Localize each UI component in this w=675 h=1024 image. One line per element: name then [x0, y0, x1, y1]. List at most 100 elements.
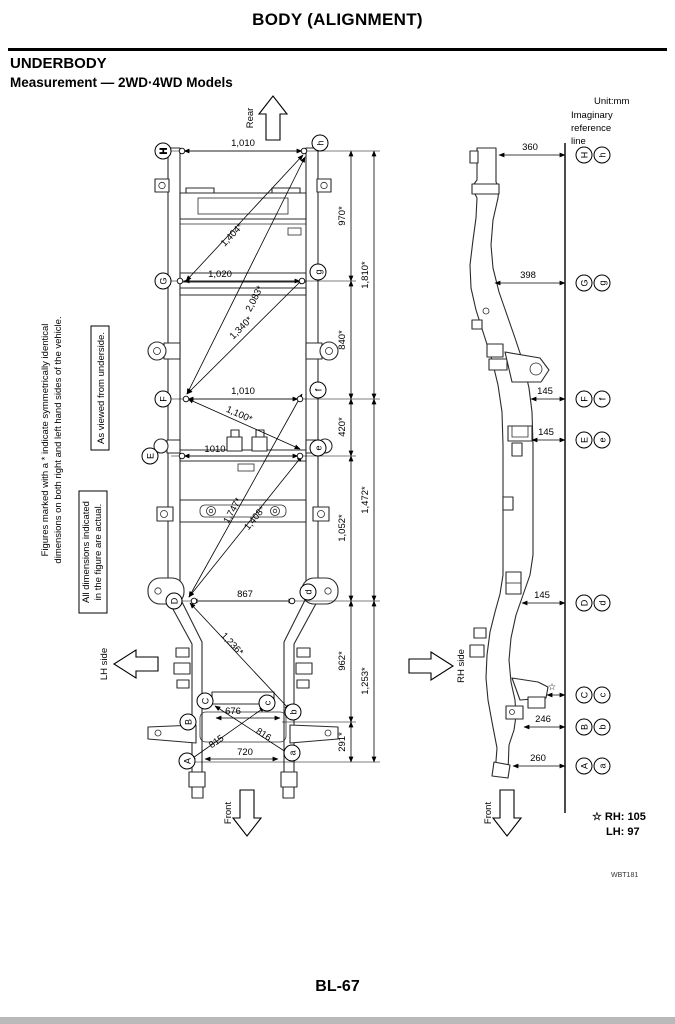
imaginary-line-label-3: line [571, 136, 586, 147]
header-rule [8, 48, 667, 51]
vdim-1052: 1,052* [337, 514, 348, 542]
svg-text:c: c [597, 692, 607, 697]
ref-badge-c: c [593, 686, 611, 704]
side-view-diagram: 360 398 145 145 145 ☆ 246 260 H h G g F … [408, 142, 611, 837]
lh-side-arrow [112, 648, 159, 680]
symmetry-note-line1: Figures marked with a * indicate symmetr… [40, 324, 51, 557]
dim-G-level: 1,020 [208, 269, 232, 280]
page-number: BL-67 [315, 978, 360, 995]
point-badge-g: g [309, 263, 327, 281]
ref-badge-a: a [593, 757, 611, 775]
side-dim-145-d: 145 [534, 590, 550, 601]
unit-label: Unit:mm [594, 96, 629, 107]
viewed-note: As viewed from underside. [96, 332, 107, 444]
dim-D-d: 867 [237, 589, 253, 600]
ref-badge-A: A [575, 757, 593, 775]
rear-arrow-label: Rear [245, 108, 256, 129]
diag-1340: 1,340* [228, 314, 255, 341]
point-badge-E: E [141, 447, 159, 465]
ref-badge-G: G [575, 274, 593, 292]
section-heading: UNDERBODY [10, 55, 107, 72]
point-badge-F: F [154, 390, 172, 408]
vdim-970: 970* [337, 206, 348, 226]
left-frame-rail [167, 147, 203, 791]
svg-text:G: G [579, 279, 589, 286]
svg-text:h: h [597, 152, 607, 157]
ref-badge-F: F [575, 390, 593, 408]
figure-code: WBT181 [611, 872, 638, 879]
actual-note-line2: in the figure are actual. [93, 504, 104, 601]
diag-1404: 1,404* [219, 221, 246, 249]
svg-text:a: a [287, 750, 297, 755]
ref-badge-C: C [575, 686, 593, 704]
margin-notes: Figures marked with a * indicate symmetr… [40, 316, 110, 614]
svg-text:C: C [200, 697, 210, 704]
side-dim-star: ☆ [548, 682, 557, 693]
side-dim-398: 398 [520, 270, 536, 281]
front-arrow-side-label: Front [483, 802, 494, 825]
svg-text:h: h [315, 140, 325, 145]
rear-crossmember [179, 192, 307, 220]
plan-view-diagram: 1,010 1,020 1,010 1010 867 676 720 1,404… [99, 95, 380, 837]
svg-text:H: H [158, 148, 168, 155]
svg-text:D: D [169, 597, 179, 604]
ref-badge-f: f [593, 390, 611, 408]
front-arrow-plan-label: Front [223, 802, 234, 825]
actual-note-line1: All dimensions indicated [81, 501, 92, 603]
underbody-figure: 1,010 1,020 1,010 1010 867 676 720 1,404… [40, 95, 646, 879]
svg-text:F: F [579, 396, 589, 402]
ref-badge-h: h [593, 146, 611, 164]
ref-badge-g: g [593, 274, 611, 292]
ref-badge-d: d [593, 594, 611, 612]
svg-text:A: A [579, 763, 589, 769]
svg-text:e: e [313, 445, 323, 450]
point-badge-A: A [178, 752, 196, 770]
dim-F-f: 1,010 [231, 386, 255, 397]
symmetry-note-line2: dimensions on both right and left hand s… [53, 316, 64, 563]
svg-text:A: A [182, 758, 192, 764]
ref-badge-H: H [575, 146, 593, 164]
rh-side-arrow [408, 650, 455, 682]
svg-text:E: E [579, 437, 589, 443]
point-badge-f: f [309, 381, 327, 399]
point-badge-H: H [154, 142, 172, 160]
front-arrow-plan [231, 789, 263, 837]
right-frame-rail [283, 147, 319, 791]
point-badge-C: C [196, 692, 214, 710]
svg-text:f: f [597, 397, 607, 400]
front-arrow-side [491, 789, 523, 837]
svg-text:c: c [262, 700, 272, 705]
svg-text:H: H [579, 152, 589, 159]
ref-badge-D: D [575, 594, 593, 612]
side-dim-246: 246 [535, 714, 551, 725]
point-badge-h: h [311, 134, 329, 152]
bottom-bar [0, 1017, 675, 1024]
rh-side-label: RH side [456, 649, 467, 683]
point-badge-b: b [284, 703, 302, 721]
lh-side-label: LH side [99, 648, 110, 680]
side-dim-145-e: 145 [538, 427, 554, 438]
vdim-291: 291* [337, 732, 348, 752]
dim-C-b: 676 [225, 706, 241, 717]
actual-note-box [78, 490, 108, 614]
point-badge-e: e [309, 439, 327, 457]
side-dim-260: 260 [530, 753, 546, 764]
dim-A-a: 720 [237, 747, 253, 758]
ref-badge-B: B [575, 718, 593, 736]
ref-badge-E: E [575, 431, 593, 449]
svg-text:g: g [313, 269, 323, 274]
point-badge-D: D [165, 592, 183, 610]
svg-text:d: d [303, 589, 313, 594]
legend: Unit:mm Imaginary reference line ☆ RH: 1… [571, 96, 646, 879]
svg-text:B: B [183, 719, 193, 725]
crossmember-e [179, 449, 307, 462]
vdim-1472: 1,472* [360, 486, 371, 514]
svg-text:G: G [158, 277, 168, 284]
ref-badge-b: b [593, 718, 611, 736]
svg-text:b: b [288, 709, 298, 714]
svg-text:g: g [597, 280, 607, 285]
vdim-840: 840* [337, 330, 348, 350]
point-badge-c: c [258, 694, 276, 712]
vdim-962: 962* [337, 651, 348, 671]
svg-text:d: d [597, 600, 607, 605]
